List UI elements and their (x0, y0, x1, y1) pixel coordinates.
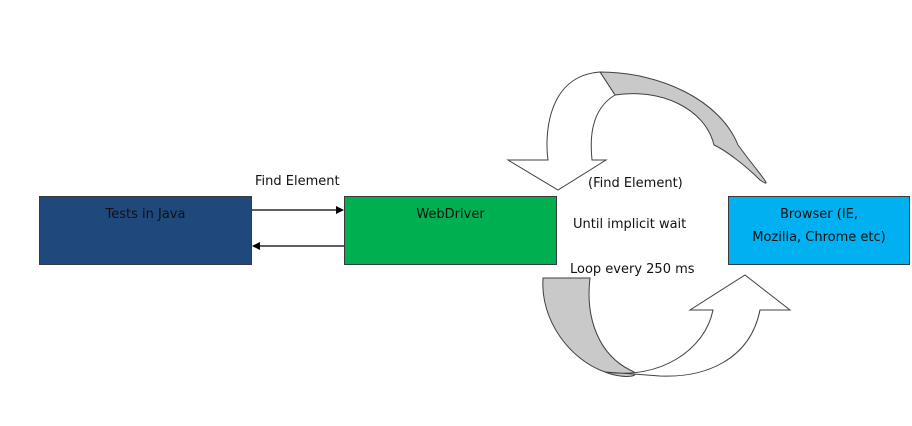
browser-box: Browser (IE, Mozilla, Chrome etc) (728, 196, 910, 265)
webdriver-box: WebDriver (344, 196, 557, 265)
tests-in-java-label: Tests in Java (105, 207, 186, 222)
webdriver-label: WebDriver (416, 207, 485, 222)
find-element-paren-label: (Find Element) (588, 176, 683, 191)
loop-interval-label: Loop every 250 ms (570, 262, 695, 277)
browser-label-line1: Browser (IE, (779, 207, 859, 222)
tests-in-java-box: Tests in Java (39, 196, 252, 265)
bottom-curved-arrow (542, 274, 792, 377)
top-curved-arrow (506, 71, 767, 191)
find-element-label: Find Element (255, 174, 340, 189)
browser-label-line2: Mozilla, Chrome etc) (752, 230, 886, 245)
until-implicit-wait-label: Until implicit wait (573, 217, 687, 232)
